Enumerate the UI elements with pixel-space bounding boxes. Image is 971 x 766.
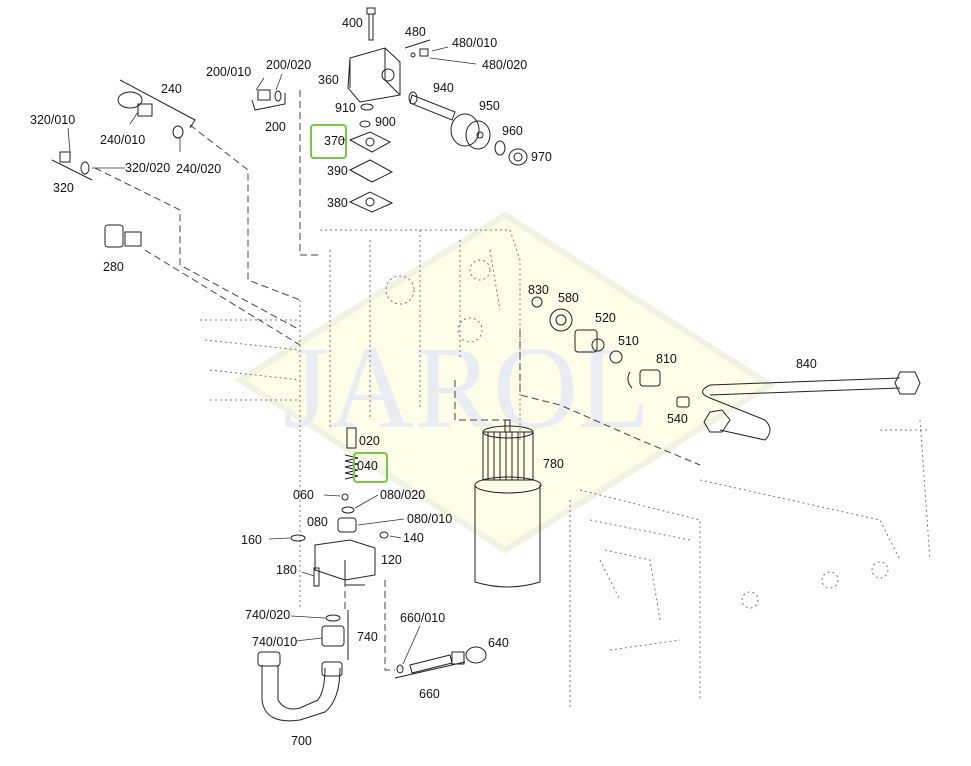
o-ring-900 — [359, 120, 371, 128]
pipe-840 — [702, 371, 921, 441]
callout-320-020[interactable]: 320/020 — [125, 161, 171, 175]
housing-120 — [314, 539, 376, 586]
gasket-370 — [348, 131, 392, 153]
plug-320 — [51, 151, 93, 181]
callout-200-020[interactable]: 200/020 — [266, 58, 312, 72]
o-ring-740-020 — [325, 614, 341, 622]
bolt-400 — [366, 7, 376, 41]
fitting-640 — [465, 646, 487, 664]
callout-580[interactable]: 580 — [558, 291, 579, 305]
callout-700[interactable]: 700 — [291, 734, 312, 748]
callout-080-010[interactable]: 080/010 — [407, 512, 453, 526]
callout-540[interactable]: 540 — [667, 412, 688, 426]
callout-240-010[interactable]: 240/010 — [100, 133, 146, 147]
leader-lines — [94, 90, 701, 671]
callout-480-020[interactable]: 480/020 — [482, 58, 528, 72]
callout-970[interactable]: 970 — [531, 150, 552, 164]
callout-520[interactable]: 520 — [595, 311, 616, 325]
nut-970 — [508, 148, 528, 166]
callout-900[interactable]: 900 — [375, 115, 396, 129]
callout-040[interactable]: 040 — [357, 459, 378, 473]
watermark-text: JAROL — [283, 322, 651, 453]
callout-960[interactable]: 960 — [502, 124, 523, 138]
ball-060 — [341, 493, 349, 501]
callout-020[interactable]: 020 — [359, 434, 380, 448]
connector-240 — [117, 79, 196, 139]
callout-740[interactable]: 740 — [357, 630, 378, 644]
ring-830 — [531, 296, 543, 308]
callout-480[interactable]: 480 — [405, 25, 426, 39]
plate-390 — [348, 159, 394, 183]
callout-660-010[interactable]: 660/010 — [400, 611, 446, 625]
callout-200[interactable]: 200 — [265, 120, 286, 134]
o-ring-080-020 — [341, 506, 355, 514]
transmission-housing — [200, 229, 931, 710]
callout-480-010[interactable]: 480/010 — [452, 36, 498, 50]
callout-320[interactable]: 320 — [53, 181, 74, 195]
callout-830[interactable]: 830 — [528, 283, 549, 297]
callout-510[interactable]: 510 — [618, 334, 639, 348]
callout-280[interactable]: 280 — [103, 260, 124, 274]
gasket-380 — [348, 191, 394, 213]
callout-080-020[interactable]: 080/020 — [380, 488, 426, 502]
adapter-810 — [627, 369, 661, 389]
o-ring-140 — [379, 531, 389, 539]
callout-640[interactable]: 640 — [488, 636, 509, 650]
washer-960 — [494, 140, 506, 156]
fitting-480 — [404, 39, 431, 58]
o-ring-160 — [290, 534, 306, 542]
callout-160[interactable]: 160 — [241, 533, 262, 547]
valve-body-360 — [347, 47, 401, 103]
callout-180[interactable]: 180 — [276, 563, 297, 577]
callout-390[interactable]: 390 — [327, 164, 348, 178]
callout-950[interactable]: 950 — [479, 99, 500, 113]
callout-370[interactable]: 370 — [324, 134, 345, 148]
callout-740-020[interactable]: 740/020 — [245, 608, 291, 622]
screw-180 — [313, 567, 320, 587]
spool-020 — [346, 427, 357, 449]
filter-780 — [474, 419, 542, 588]
pipe-660 — [394, 651, 466, 679]
callout-660[interactable]: 660 — [419, 687, 440, 701]
callout-400[interactable]: 400 — [342, 16, 363, 30]
callout-940[interactable]: 940 — [433, 81, 454, 95]
callout-740-010[interactable]: 740/010 — [252, 635, 298, 649]
fitting-540 — [676, 396, 690, 408]
callout-840[interactable]: 840 — [796, 357, 817, 371]
callout-910[interactable]: 910 — [335, 101, 356, 115]
valve-520 — [574, 329, 605, 353]
washer-510 — [609, 350, 623, 364]
valve-080 — [337, 517, 357, 533]
plug-200 — [251, 89, 286, 111]
sensor-280 — [104, 224, 142, 248]
callout-140[interactable]: 140 — [403, 531, 424, 545]
callout-780[interactable]: 780 — [543, 457, 564, 471]
solenoid-valve-940 — [408, 91, 456, 121]
callout-360[interactable]: 360 — [318, 73, 339, 87]
callout-240[interactable]: 240 — [161, 82, 182, 96]
callout-810[interactable]: 810 — [656, 352, 677, 366]
coil-950 — [450, 113, 491, 150]
callout-080[interactable]: 080 — [307, 515, 328, 529]
callout-380[interactable]: 380 — [327, 196, 348, 210]
callout-120[interactable]: 120 — [381, 553, 402, 567]
callout-240-020[interactable]: 240/020 — [176, 162, 222, 176]
callout-200-010[interactable]: 200/010 — [206, 65, 252, 79]
callout-320-010[interactable]: 320/010 — [30, 113, 76, 127]
callout-060[interactable]: 060 — [293, 488, 314, 502]
union-740 — [321, 610, 349, 660]
o-ring-910 — [360, 103, 374, 111]
nut-580 — [549, 308, 573, 332]
pipe-700 — [257, 651, 343, 722]
